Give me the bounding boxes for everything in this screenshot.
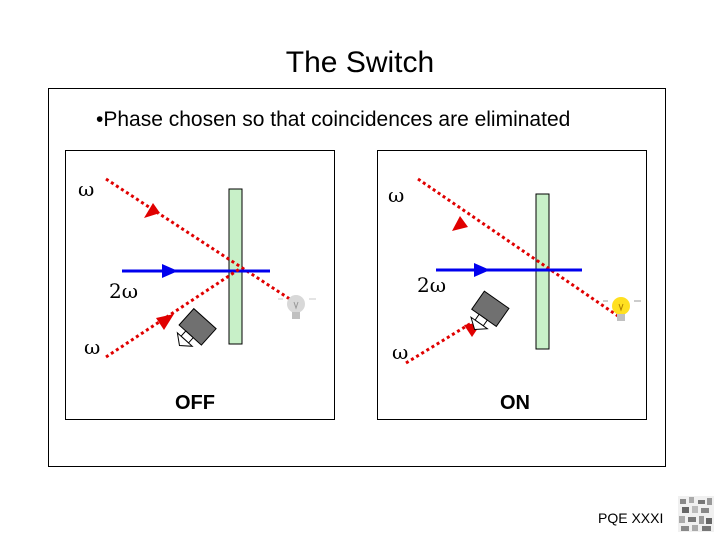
footer-label: PQE XXXI [598, 510, 664, 526]
blue-beam-arrow [474, 263, 490, 277]
state-label: ON [500, 392, 530, 414]
lower-red-arrow [156, 314, 174, 330]
upper-red-beam [105, 177, 300, 307]
panel-off-diagram [105, 177, 316, 359]
bullet-text: •Phase chosen so that coincidences are e… [96, 108, 571, 131]
lower-red-beam [405, 317, 479, 365]
crystal-plate [228, 188, 243, 345]
omega-top-label: ω [388, 183, 405, 207]
lower-red-beam [105, 266, 242, 359]
detector-icon [176, 307, 217, 347]
panel-off: ω 2ω ω OFF [65, 150, 335, 420]
panel-on: ω 2ω ω ON [377, 150, 647, 420]
upper-red-arrow [144, 203, 160, 218]
logo-icon [678, 496, 714, 532]
omega-top-label: ω [78, 177, 95, 201]
light-bulb-icon [278, 295, 316, 319]
panel-on-diagram [405, 177, 641, 365]
light-bulb-icon [603, 297, 641, 321]
upper-red-beam [417, 177, 619, 318]
state-label: OFF [175, 392, 215, 414]
two-omega-label: 2ω [109, 279, 139, 303]
omega-bottom-label: ω [84, 335, 101, 359]
two-omega-label: 2ω [417, 273, 447, 297]
omega-bottom-label: ω [392, 340, 409, 364]
content-frame [48, 88, 666, 467]
upper-red-arrow [452, 216, 468, 231]
blue-beam-arrow [162, 264, 178, 278]
detector-icon [470, 290, 510, 331]
slide-title: The Switch [285, 46, 435, 79]
